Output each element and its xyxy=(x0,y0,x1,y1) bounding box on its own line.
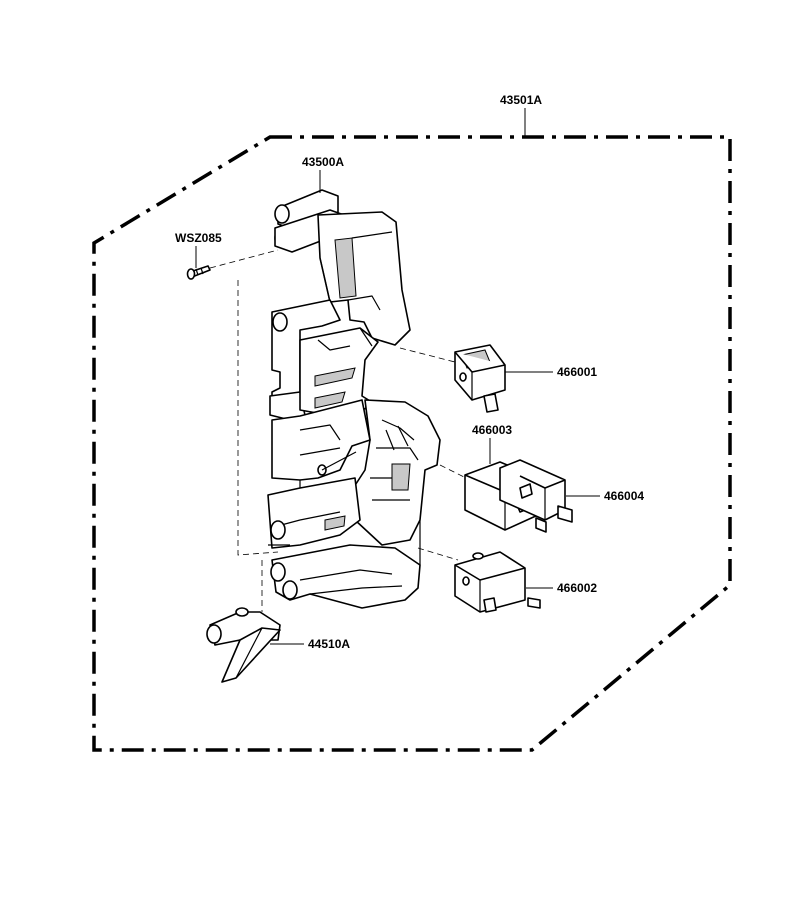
assembly-boundary xyxy=(92,135,732,752)
assembly-label: 43501A xyxy=(500,93,542,107)
latch-frame xyxy=(267,189,441,609)
lever-label: 44510A xyxy=(308,637,350,651)
switch-top-dashed-guide xyxy=(399,347,456,363)
lever xyxy=(206,607,281,683)
frame-label: 43500A xyxy=(302,155,344,169)
switch-bottom xyxy=(454,551,541,613)
screw-dashed-guide xyxy=(209,249,279,556)
switch-bottom-label: 466002 xyxy=(557,581,597,595)
switch-middle-right xyxy=(499,459,573,533)
switch-top xyxy=(454,344,506,413)
screw-label: WSZ085 xyxy=(175,231,222,245)
switch-middle-left-dashed-guide xyxy=(439,464,467,479)
switch-middle-left-label: 466003 xyxy=(472,423,512,437)
screw xyxy=(186,265,211,280)
switch-top-label: 466001 xyxy=(557,365,597,379)
switch-bottom-dashed-guide xyxy=(417,547,459,561)
switch-middle-right-label: 466004 xyxy=(604,489,644,503)
